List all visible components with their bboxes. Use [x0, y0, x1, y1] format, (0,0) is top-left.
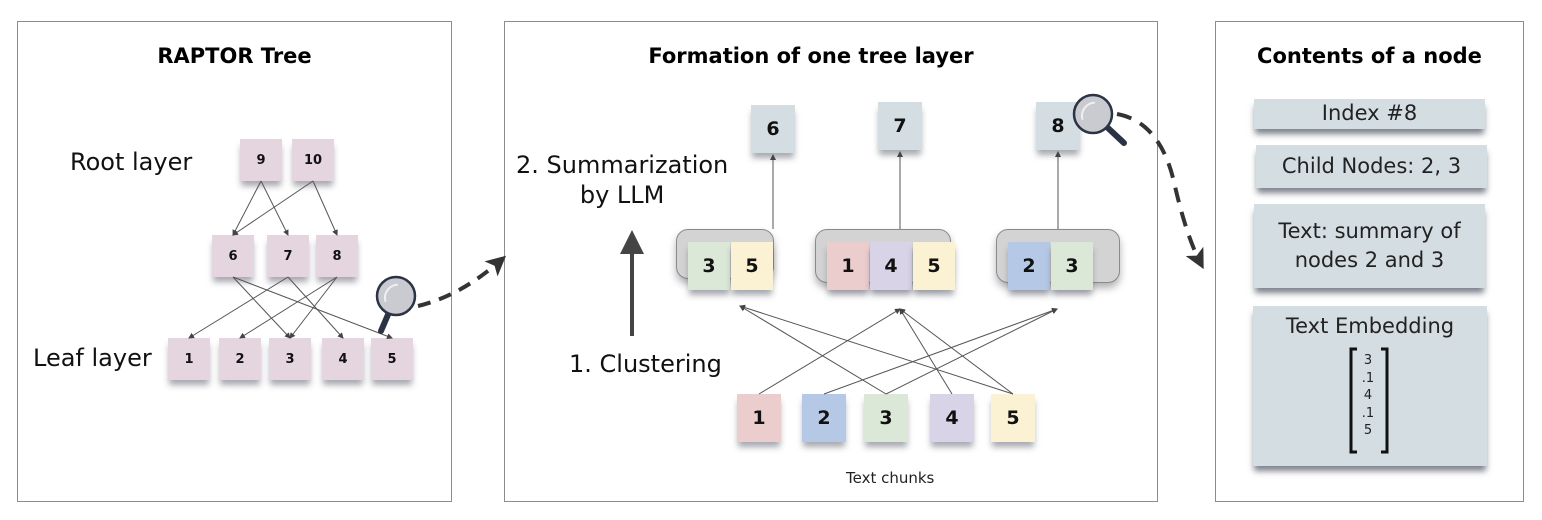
- tree-node-6: 6: [212, 235, 254, 277]
- tree-node-7: 7: [267, 235, 309, 277]
- child-nodes-card: Child Nodes: 2, 3: [1256, 145, 1487, 188]
- index-card: Index #8: [1254, 99, 1485, 129]
- summarization-line2: by LLM: [579, 181, 665, 209]
- summary-node-8: 8: [1036, 102, 1080, 150]
- text-chunk-2: 2: [802, 394, 846, 442]
- cluster-7-member-1: 1: [827, 242, 869, 290]
- root-layer-label: Root layer: [70, 148, 193, 176]
- raptor-tree-title: RAPTOR Tree: [157, 44, 312, 68]
- summarization-step-label: 2. Summarization by LLM: [516, 150, 728, 210]
- text-summary-card: Text: summary of nodes 2 and 3: [1254, 204, 1485, 288]
- tree-node-10: 10: [292, 139, 334, 181]
- tree-node-4: 4: [322, 338, 364, 380]
- tree-node-3: 3: [269, 338, 311, 380]
- cluster-8-member-2: 2: [1008, 242, 1050, 290]
- text-summary-line2: nodes 2 and 3: [1294, 248, 1445, 272]
- embedding-value: 3: [1363, 353, 1373, 368]
- text-chunks-label: Text chunks: [846, 469, 935, 487]
- node-contents-title: Contents of a node: [1257, 44, 1482, 68]
- cluster-7-member-4: 4: [870, 242, 912, 290]
- text-chunk-5: 5: [991, 394, 1035, 442]
- clustering-step-label: 1. Clustering: [569, 350, 722, 378]
- summary-node-7: 7: [878, 102, 922, 150]
- formation-title: Formation of one tree layer: [648, 44, 974, 68]
- cluster-6-member-3: 3: [688, 242, 730, 290]
- cluster-6-member-5: 5: [731, 242, 773, 290]
- cluster-7-member-5: 5: [913, 242, 955, 290]
- embedding-value: 5: [1363, 423, 1373, 438]
- text-chunk-3: 3: [864, 394, 908, 442]
- text-summary-line1: Text: summary of: [1278, 218, 1461, 243]
- tree-node-5: 5: [371, 338, 413, 380]
- text-chunk-1: 1: [737, 394, 781, 442]
- cluster-8-member-3: 3: [1051, 242, 1093, 290]
- tree-node-1: 1: [168, 338, 210, 380]
- tree-node-9: 9: [240, 139, 282, 181]
- embedding-value: .1: [1361, 405, 1375, 421]
- tree-node-8: 8: [316, 235, 358, 277]
- text-embedding-card: Text Embedding: [1253, 306, 1487, 466]
- summary-node-6: 6: [751, 105, 795, 153]
- embedding-vector: 3 .1 4 .1 5: [1358, 352, 1378, 440]
- leaf-layer-label: Leaf layer: [33, 344, 152, 372]
- summarization-line1: 2. Summarization: [516, 151, 729, 179]
- embedding-value: 4: [1363, 388, 1373, 403]
- text-chunk-4: 4: [930, 394, 974, 442]
- embedding-value: .1: [1361, 370, 1375, 386]
- tree-node-2: 2: [219, 338, 261, 380]
- text-embedding-title: Text Embedding: [1285, 314, 1455, 338]
